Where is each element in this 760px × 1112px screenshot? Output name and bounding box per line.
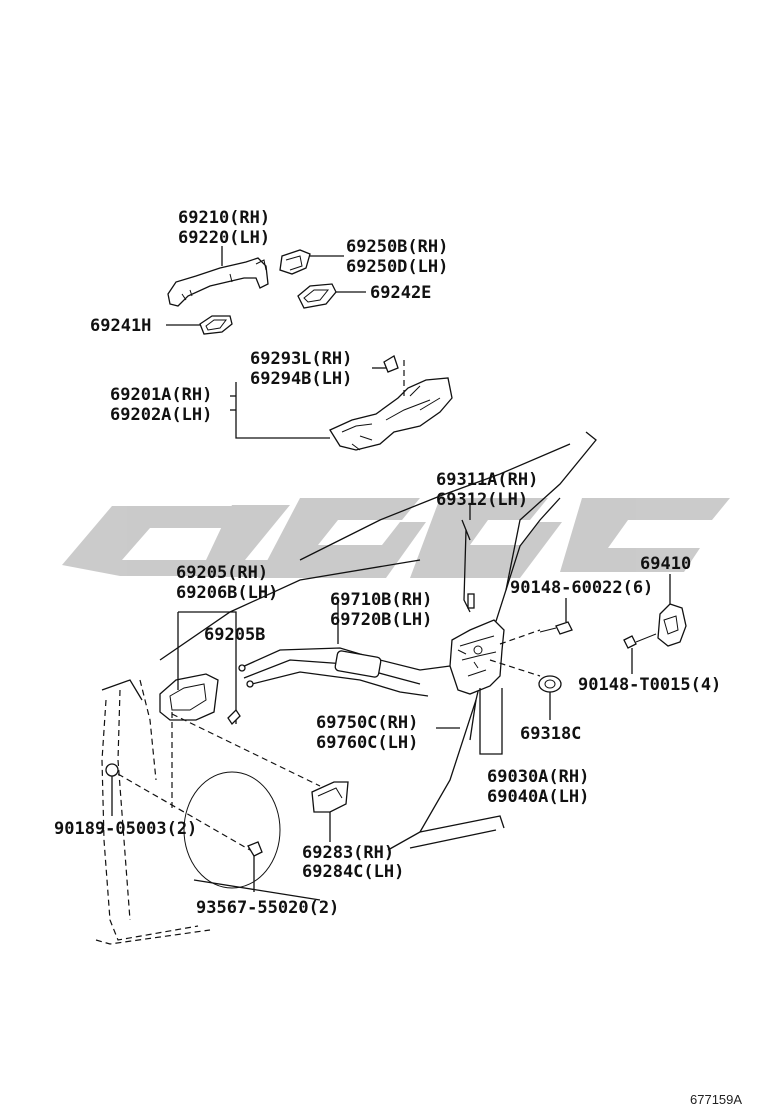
cables <box>238 647 451 697</box>
label-69201a: 69201A(RH) <box>110 385 212 405</box>
label-69293l: 69293L(RH) <box>250 349 352 369</box>
label-69250d: 69250D(LH) <box>346 257 448 277</box>
lock-screw <box>539 621 573 635</box>
label-69710b: 69710B(RH) <box>330 590 432 610</box>
handle-cap <box>279 249 311 275</box>
grommet <box>538 675 562 693</box>
handle-pad <box>297 283 337 309</box>
label-69242e: 69242E <box>370 283 431 303</box>
label-69220: 69220(LH) <box>178 228 270 248</box>
inside-handle <box>159 673 219 721</box>
label-69210: 69210(RH) <box>178 208 270 228</box>
door-outline <box>95 431 597 945</box>
label-69760c: 69760C(LH) <box>316 733 418 753</box>
striker-screw <box>623 633 657 649</box>
label-69241h: 69241H <box>90 316 151 336</box>
label-69283: 69283(RH) <box>302 843 394 863</box>
label-69205b: 69205B <box>204 625 265 645</box>
door-lock <box>449 619 505 695</box>
label-69312: 69312(LH) <box>436 490 528 510</box>
label-93567: 93567-55020(2) <box>196 898 339 918</box>
label-69206b: 69206B(LH) <box>176 583 278 603</box>
label-69410: 69410 <box>640 554 691 574</box>
label-90189: 90189-05003(2) <box>54 819 197 839</box>
label-69205: 69205(RH) <box>176 563 268 583</box>
label-69202a: 69202A(LH) <box>110 405 212 425</box>
label-69040a: 69040A(LH) <box>487 787 589 807</box>
clip <box>105 763 119 777</box>
label-90148-60022: 90148-60022(6) <box>510 578 653 598</box>
handle-cover <box>311 781 349 813</box>
screw <box>227 708 241 726</box>
label-69318c: 69318C <box>520 724 581 744</box>
label-69750c: 69750C(RH) <box>316 713 418 733</box>
handle-pad-small <box>199 315 233 335</box>
label-69030a: 69030A(RH) <box>487 767 589 787</box>
lock-rod <box>461 519 475 613</box>
outside-handle <box>167 257 269 307</box>
label-69311a: 69311A(RH) <box>436 470 538 490</box>
label-69294b: 69294B(LH) <box>250 369 352 389</box>
handle-frame <box>329 355 453 451</box>
label-69250b: 69250B(RH) <box>346 237 448 257</box>
bolt <box>247 841 263 857</box>
watermark-logo <box>62 498 730 578</box>
label-69284c: 69284C(LH) <box>302 862 404 882</box>
label-90148-t0015: 90148-T0015(4) <box>578 675 721 695</box>
label-69720b: 69720B(LH) <box>330 610 432 630</box>
striker <box>657 603 687 647</box>
diagram-reference: 677159A <box>690 1092 742 1107</box>
